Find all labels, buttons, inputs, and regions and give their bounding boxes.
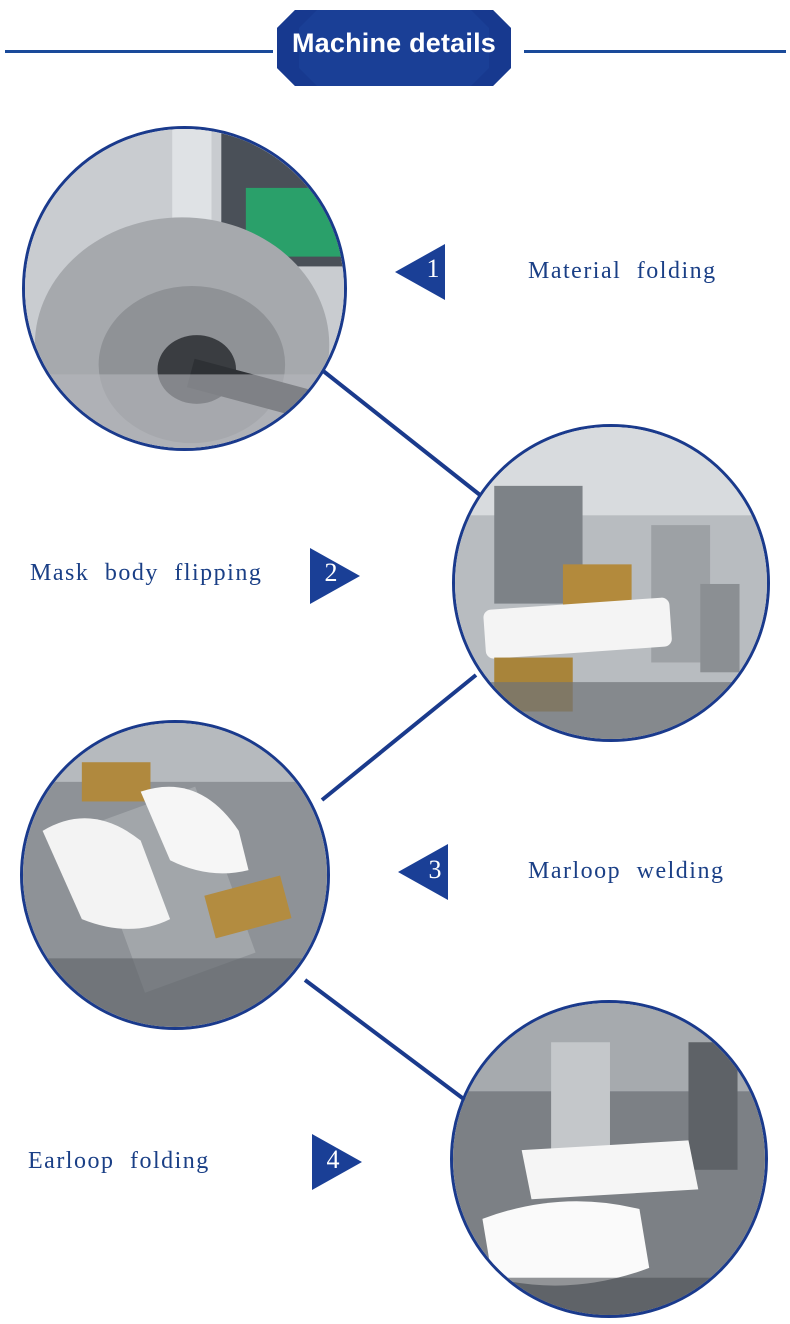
header-badge [277, 10, 511, 86]
step-1-number: 1 [426, 254, 440, 283]
photo-mask-body-flipping [452, 424, 770, 742]
step-3-label: Marloop welding [528, 858, 725, 884]
header-title: Machine details [291, 28, 497, 58]
step-2-label: Mask body flipping [30, 560, 263, 586]
step-4-label: Earloop folding [28, 1148, 210, 1174]
header-line-right [524, 50, 786, 53]
step-1-marker-icon [395, 244, 445, 300]
step-3-number: 3 [428, 855, 442, 884]
step-3-marker-icon [398, 844, 448, 900]
step-1-label: Material folding [528, 258, 717, 284]
step-4-number: 4 [326, 1145, 340, 1174]
header-line-left [5, 50, 273, 53]
step-4-marker-icon [312, 1134, 362, 1190]
photo-marloop-welding [20, 720, 330, 1030]
step-2-number: 2 [324, 558, 338, 587]
photo-material-folding [22, 126, 347, 451]
step-2-marker-icon [310, 548, 360, 604]
photo-earloop-folding [450, 1000, 768, 1318]
